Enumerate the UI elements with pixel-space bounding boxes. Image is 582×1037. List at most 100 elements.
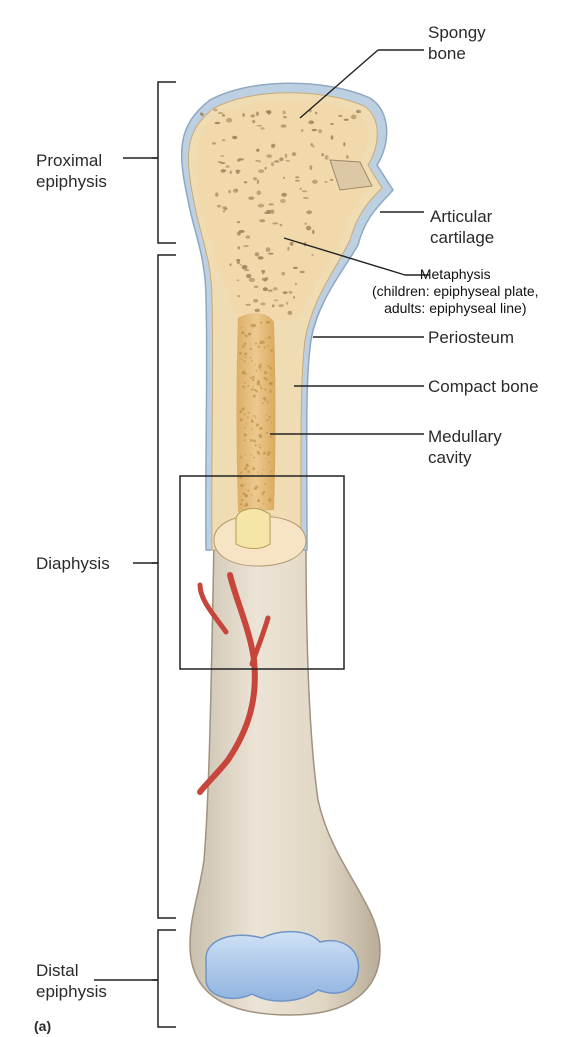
marrow-speck [249, 356, 252, 359]
pore [311, 253, 314, 257]
marrow-speck [245, 502, 248, 506]
marrow-speck [247, 384, 250, 387]
pore [302, 196, 309, 200]
marrow-speck [263, 346, 266, 349]
marrow-speck [244, 334, 248, 338]
pore [252, 177, 258, 181]
pore [236, 221, 241, 224]
marrow-speck [266, 401, 269, 404]
marrow-speck [241, 499, 244, 502]
distal-epiphysis-bracket [152, 929, 176, 1028]
marrow-speck [260, 321, 263, 324]
pore [301, 190, 308, 193]
marrow-speck [269, 390, 272, 393]
marrow-speck [251, 388, 254, 391]
pore [346, 155, 349, 159]
marrow-speck [242, 345, 245, 348]
marrow-speck [244, 433, 247, 437]
marrow-speck [255, 390, 258, 393]
label-compact-bone: Compact bone [428, 377, 539, 396]
spongy-bone-pores [199, 108, 362, 315]
pore [330, 135, 334, 140]
pore [329, 178, 334, 182]
pore [237, 294, 240, 298]
pore [287, 246, 290, 251]
pore [308, 120, 315, 125]
marrow-speck [263, 451, 266, 455]
pore [357, 109, 362, 114]
marrow-speck [252, 386, 255, 388]
pore [292, 266, 298, 269]
pore [235, 189, 238, 191]
marrow-speck [257, 499, 260, 502]
marrow-speck [261, 493, 264, 496]
pore [215, 192, 219, 197]
marrow-speck [247, 411, 250, 414]
pore [258, 169, 265, 173]
marrow-speck [265, 378, 268, 381]
marrow-speck [260, 369, 262, 371]
marrow-speck [268, 321, 271, 324]
marrow-speck [239, 357, 241, 359]
marrow-speck [244, 494, 248, 497]
marrow-speck [270, 349, 274, 352]
marrow-speck [242, 372, 246, 375]
pore [238, 230, 245, 233]
marrow-speck [253, 439, 257, 443]
marrow-speck [259, 340, 263, 344]
pore [211, 142, 217, 145]
label-periosteum: Periosteum [428, 328, 514, 347]
pore [267, 289, 273, 292]
pore [271, 304, 275, 308]
marrow-speck [265, 431, 268, 434]
pore [232, 135, 238, 140]
label-distal-epiphysis: Distal epiphysis [36, 961, 107, 1001]
diaphysis-bracket [152, 254, 176, 919]
pore [246, 273, 252, 279]
pore [312, 145, 315, 148]
pore [214, 121, 221, 125]
pore [217, 112, 224, 114]
figure-letter: (a) [34, 1018, 52, 1034]
pore [310, 143, 314, 147]
marrow-speck [243, 439, 246, 442]
marrow-speck [266, 419, 269, 422]
pore [257, 256, 264, 260]
marrow-speck [262, 502, 265, 505]
marrow-speck [259, 384, 262, 387]
pore [278, 304, 285, 308]
pore [220, 162, 226, 164]
marrow-speck [242, 492, 246, 495]
marrow-speck [244, 342, 247, 345]
pore [281, 272, 286, 276]
pore [288, 291, 293, 294]
marrow-speck [256, 486, 259, 488]
pore [253, 285, 259, 289]
marrow-speck [243, 382, 246, 384]
marrow-speck [244, 352, 248, 356]
marrow-speck [245, 373, 247, 375]
marrow-speck [252, 378, 255, 382]
marrow-speck [262, 468, 264, 471]
pore [252, 120, 256, 124]
pore [244, 269, 250, 272]
marrow-speck [270, 470, 273, 473]
marrow-speck [241, 385, 244, 388]
pore [236, 169, 240, 174]
pore [264, 211, 269, 214]
pore [282, 110, 286, 115]
pore [279, 223, 283, 227]
marrow-speck [250, 419, 254, 422]
marrow-speck [241, 407, 245, 411]
marrow-speck [266, 453, 270, 457]
marrow-speck [258, 363, 262, 367]
marrow-speck [239, 471, 243, 474]
marrow-speck [242, 355, 245, 357]
marrow-speck [255, 417, 257, 419]
pore [225, 165, 230, 168]
leader-metaphysis [283, 237, 406, 276]
marrow-speck [261, 473, 263, 475]
pore [301, 129, 304, 132]
marrow-speck [267, 451, 271, 454]
